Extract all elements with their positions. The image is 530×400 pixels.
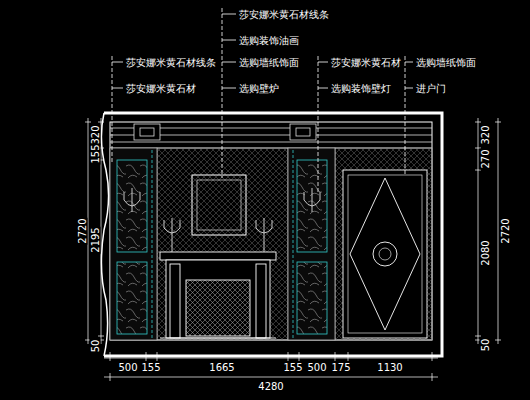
dimension-text: 1130 bbox=[376, 362, 403, 373]
stone-pilasters bbox=[110, 148, 335, 340]
callout-text: 选购装饰壁灯 bbox=[330, 83, 392, 94]
wallpaper bbox=[157, 148, 432, 340]
dimension-text: 155 bbox=[140, 362, 161, 373]
callout-text: 进户门 bbox=[415, 83, 447, 94]
cornice bbox=[110, 124, 432, 148]
wall-lamps bbox=[124, 188, 320, 212]
callout-text: 莎安娜米黄石材 bbox=[330, 57, 402, 68]
dimension-text: 50 bbox=[480, 338, 491, 353]
dimension-text: 155 bbox=[90, 143, 101, 164]
dimension-text: 175 bbox=[330, 362, 351, 373]
dimension-text: 500 bbox=[117, 362, 138, 373]
dimension-text: 1665 bbox=[208, 362, 235, 373]
oil-painting bbox=[192, 175, 246, 235]
callout-text: 选购墙纸饰面 bbox=[238, 57, 300, 68]
callout-text: 选购装饰油画 bbox=[238, 35, 300, 46]
callout-text: 莎安娜米黄石材 bbox=[125, 83, 197, 94]
entry-door bbox=[343, 170, 427, 338]
callout-text: 莎安娜米黄石材线条 bbox=[125, 57, 217, 68]
dimension-text: 155 bbox=[282, 362, 303, 373]
dimension-lines bbox=[85, 118, 501, 381]
dimension-text: 2720 bbox=[500, 217, 511, 244]
dimension-text: 2720 bbox=[77, 217, 88, 244]
callout-text: 莎安娜米黄石材线条 bbox=[238, 9, 330, 20]
candlesticks bbox=[164, 218, 272, 252]
dimension-text: 2080 bbox=[480, 239, 491, 266]
fireplace bbox=[160, 252, 276, 338]
dimension-text: 320 bbox=[90, 124, 101, 145]
callout-text: 选购壁炉 bbox=[238, 83, 280, 94]
room-frame bbox=[101, 113, 442, 356]
dimension-text: 4280 bbox=[257, 381, 284, 392]
dimension-text: 270 bbox=[480, 148, 491, 169]
dimension-text: 50 bbox=[90, 339, 101, 354]
leader-lines bbox=[112, 8, 413, 192]
callout-text: 选购墙纸饰面 bbox=[415, 57, 477, 68]
dimension-text: 2195 bbox=[90, 226, 101, 253]
dimension-text: 320 bbox=[480, 124, 491, 145]
dimension-text: 500 bbox=[306, 362, 327, 373]
